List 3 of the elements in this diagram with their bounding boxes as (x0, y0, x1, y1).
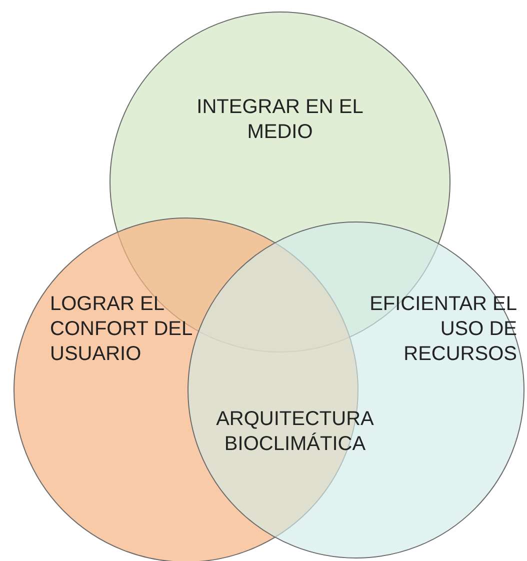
circle-label: LOGRAR EL CONFORT DEL USUARIO (50, 292, 193, 367)
circle-label: INTEGRAR EN EL MEDIO (196, 95, 364, 145)
overlap-label: ARQUITECTURA BIOCLIMÁTICA (215, 407, 375, 457)
